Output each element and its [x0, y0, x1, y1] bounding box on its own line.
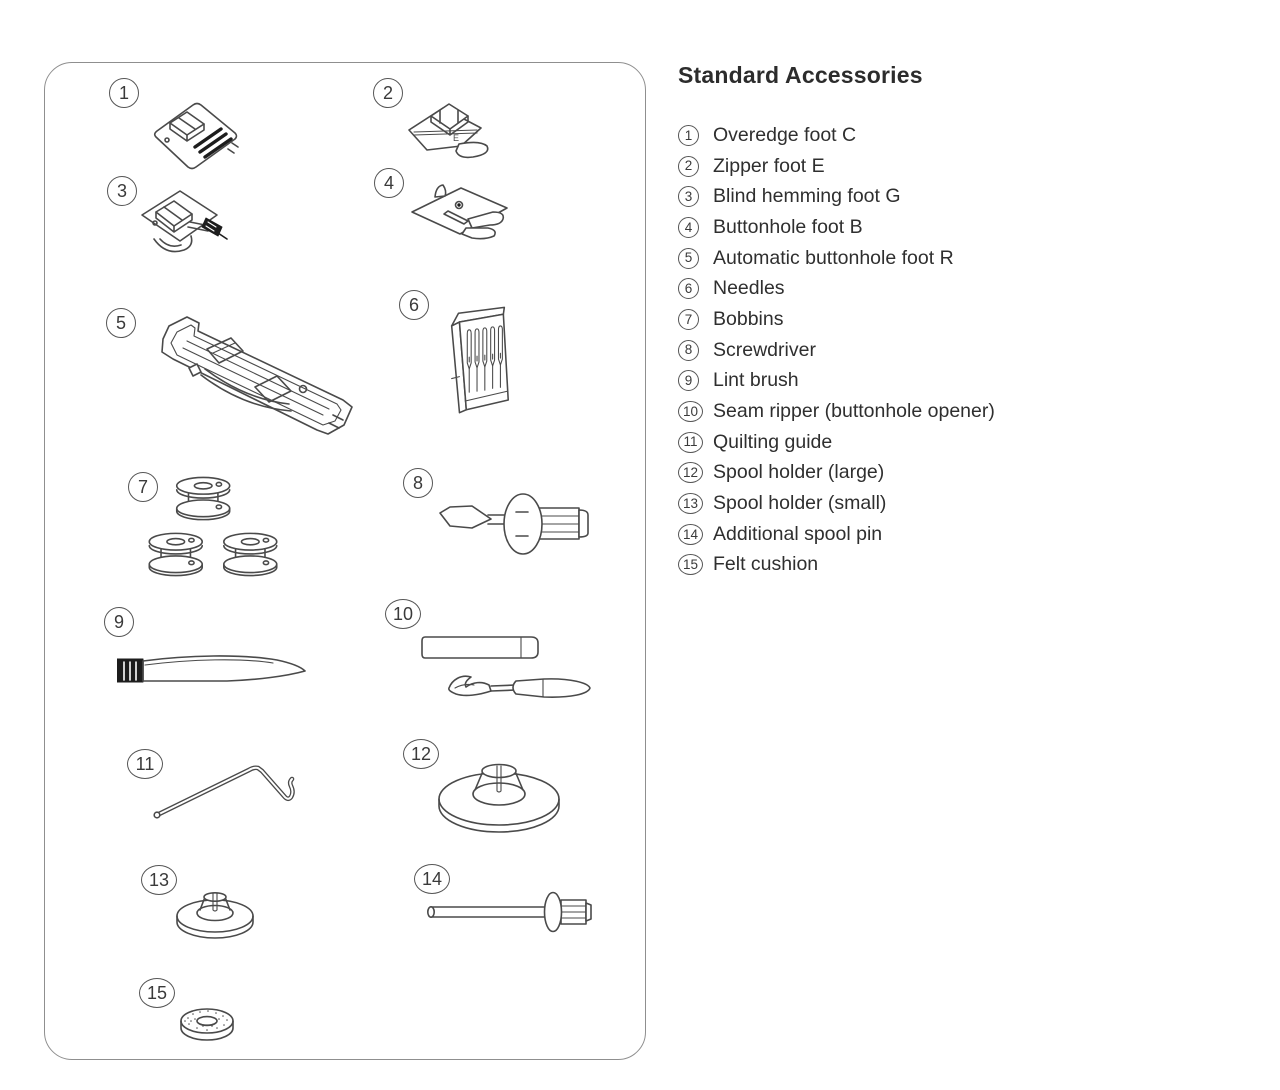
list-item: 4 Buttonhole foot B: [678, 212, 995, 243]
figure-number-9: 9: [104, 607, 134, 637]
list-item: 10 Seam ripper (buttonhole opener): [678, 396, 995, 427]
item-number-badge: 4: [678, 216, 699, 238]
list-item: 8 Screwdriver: [678, 335, 995, 366]
item-number-badge: 10: [678, 401, 703, 423]
number-cell: 5: [678, 247, 705, 269]
number-cell: 4: [678, 216, 705, 238]
spool-holder-small-illustration: [176, 892, 254, 939]
figure-number-15: 15: [139, 978, 175, 1008]
item-label: Felt cushion: [713, 553, 819, 576]
figure-number-12: 12: [403, 739, 439, 769]
item-label: Bobbins: [713, 307, 784, 330]
page-title: Standard Accessories: [678, 62, 923, 88]
buttonhole-foot-illustration: [411, 184, 508, 240]
figure-number-2: 2: [373, 78, 403, 108]
figure-number-14: 14: [414, 864, 450, 894]
list-item: 7 Bobbins: [678, 304, 995, 335]
blind-hemming-foot-illustration: [141, 190, 228, 253]
item-number-badge: 7: [678, 308, 699, 330]
figure-number-5: 5: [106, 308, 136, 338]
number-cell: 2: [678, 155, 705, 177]
number-cell: 10: [678, 401, 705, 423]
spool-holder-large-illustration: [438, 763, 560, 833]
number-cell: 6: [678, 278, 705, 300]
felt-cushion-illustration: [180, 1008, 234, 1041]
item-number-badge: 12: [678, 462, 703, 484]
needles-illustration: [450, 306, 510, 414]
figure-number-11: 11: [127, 749, 163, 779]
item-label: Buttonhole foot B: [713, 215, 863, 238]
item-number-badge: 9: [678, 370, 699, 392]
item-label: Spool holder (large): [713, 461, 885, 484]
zipper-foot-illustration: E: [408, 103, 489, 159]
list-item: 11 Quilting guide: [678, 427, 995, 458]
item-label: Seam ripper (buttonhole opener): [713, 400, 995, 423]
item-number-badge: 6: [678, 278, 699, 300]
number-cell: 1: [678, 124, 705, 146]
additional-spool-pin-illustration: [426, 891, 592, 933]
item-number-badge: 1: [678, 124, 699, 146]
list-item: 6 Needles: [678, 273, 995, 304]
item-label: Zipper foot E: [713, 154, 825, 177]
item-label: Lint brush: [713, 369, 799, 392]
item-number-badge: 14: [678, 523, 703, 545]
figure-number-7: 7: [128, 472, 158, 502]
figure-number-13: 13: [141, 865, 177, 895]
list-item: 12 Spool holder (large): [678, 458, 995, 489]
figure-number-3: 3: [107, 176, 137, 206]
number-cell: 11: [678, 431, 705, 453]
accessories-list: 1 Overedge foot C 2 Zipper foot E 3 Blin…: [678, 120, 995, 580]
automatic-buttonhole-foot-illustration: [161, 316, 353, 435]
list-item: 1 Overedge foot C: [678, 120, 995, 151]
item-label: Automatic buttonhole foot R: [713, 246, 954, 269]
list-item: 13 Spool holder (small): [678, 488, 995, 519]
lint-brush-illustration: [117, 655, 306, 683]
number-cell: 13: [678, 493, 705, 515]
list-item: 5 Automatic buttonhole foot R: [678, 243, 995, 274]
list-item: 2 Zipper foot E: [678, 151, 995, 182]
quilting-guide-illustration: [153, 765, 295, 819]
figure-number-6: 6: [399, 290, 429, 320]
number-cell: 9: [678, 370, 705, 392]
figure-number-8: 8: [403, 468, 433, 498]
item-number-badge: 8: [678, 339, 699, 361]
number-cell: 3: [678, 186, 705, 208]
accessories-text-column: Standard Accessories 1 Overedge foot C 2…: [678, 62, 995, 580]
accessories-figure-panel: 1 2 3 4 5 6 7 8 9 10 11 12 13 14 15 E: [44, 62, 646, 1060]
item-label: Needles: [713, 277, 785, 300]
figure-number-10: 10: [385, 599, 421, 629]
item-number-badge: 11: [678, 431, 703, 453]
list-item: 14 Additional spool pin: [678, 519, 995, 550]
svg-text:E: E: [453, 133, 459, 143]
seam-ripper-illustration: [421, 636, 591, 698]
overedge-foot-illustration: [153, 102, 239, 170]
felt-texture-dots: [184, 1010, 228, 1031]
list-item: 15 Felt cushion: [678, 550, 995, 581]
item-label: Screwdriver: [713, 338, 816, 361]
item-number-badge: 15: [678, 554, 703, 576]
number-cell: 15: [678, 554, 705, 576]
item-label: Overedge foot C: [713, 123, 857, 146]
item-label: Blind hemming foot G: [713, 185, 901, 208]
list-item: 3 Blind hemming foot G: [678, 181, 995, 212]
item-label: Quilting guide: [713, 430, 833, 453]
number-cell: 14: [678, 523, 705, 545]
screwdriver-illustration: [439, 493, 589, 555]
item-number-badge: 5: [678, 247, 699, 269]
item-number-badge: 13: [678, 493, 703, 515]
item-label: Spool holder (small): [713, 492, 887, 515]
number-cell: 8: [678, 339, 705, 361]
item-label: Additional spool pin: [713, 522, 883, 545]
bobbins-illustration: [148, 476, 278, 577]
number-cell: 12: [678, 462, 705, 484]
item-number-badge: 3: [678, 186, 699, 208]
number-cell: 7: [678, 308, 705, 330]
figure-number-4: 4: [374, 168, 404, 198]
item-number-badge: 2: [678, 155, 699, 177]
list-item: 9 Lint brush: [678, 366, 995, 397]
figure-number-1: 1: [109, 78, 139, 108]
